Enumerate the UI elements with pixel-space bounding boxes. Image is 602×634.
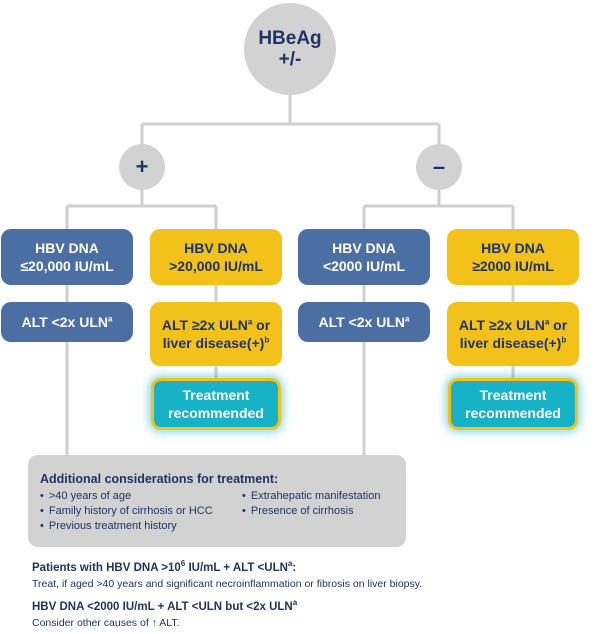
negative-sign: – bbox=[432, 154, 446, 179]
neg-low-dna-box: HBV DNA <2000 IU/mL bbox=[298, 229, 430, 285]
neg-high-dna-box: HBV DNA ≥2000 IU/mL bbox=[447, 229, 579, 285]
consideration-item: Family history of cirrhosis or HCC bbox=[40, 504, 213, 519]
pos-low-dna-line2: ≤20,000 IU/mL bbox=[20, 258, 114, 274]
considerations-left-list: >40 years of age Family history of cirrh… bbox=[40, 489, 213, 534]
neg-treatment-line2: recommended bbox=[465, 405, 561, 421]
note-2-body: Consider other causes of ↑ ALT. bbox=[32, 617, 180, 629]
note-1-body: Treat, if aged >40 years and significant… bbox=[32, 578, 423, 590]
considerations-title: Additional considerations for treatment: bbox=[40, 472, 279, 486]
hbeag-node: HBeAg +/- bbox=[244, 3, 336, 95]
additional-considerations-panel: Additional considerations for treatment:… bbox=[28, 455, 406, 547]
pos-high-dna-line1: HBV DNA bbox=[184, 240, 248, 256]
pos-low-dna-box: HBV DNA ≤20,000 IU/mL bbox=[1, 229, 133, 285]
neg-high-dna-line2: ≥2000 IU/mL bbox=[472, 258, 554, 274]
positive-node: + bbox=[119, 144, 165, 190]
pos-alt-high-box: ALT ≥2x ULNa or liver disease(+)b bbox=[150, 302, 282, 366]
consideration-item: Previous treatment history bbox=[40, 519, 213, 534]
pos-alt-high-line1: ALT ≥2x ULNa or bbox=[161, 317, 271, 333]
consideration-item: Extrahepatic manifestation bbox=[242, 489, 381, 504]
pos-alt-high-line2: liver disease(+)b bbox=[162, 335, 270, 351]
consideration-item: >40 years of age bbox=[40, 489, 213, 504]
neg-low-dna-line2: <2000 IU/mL bbox=[322, 258, 406, 274]
neg-high-dna-line1: HBV DNA bbox=[481, 240, 545, 256]
hbeag-label: HBeAg bbox=[258, 28, 322, 49]
considerations-right-list: Extrahepatic manifestation Presence of c… bbox=[242, 489, 381, 519]
note-1-heading: Patients with HBV DNA >106 IU/mL + ALT <… bbox=[32, 559, 297, 574]
neg-low-dna-line1: HBV DNA bbox=[332, 240, 396, 256]
pos-treatment-line1: Treatment bbox=[182, 387, 250, 403]
pos-treatment-line2: recommended bbox=[168, 405, 264, 421]
note-2-heading: HBV DNA <2000 IU/mL + ALT <ULN but <2x U… bbox=[32, 598, 298, 613]
neg-treatment-box: Treatment recommended bbox=[448, 378, 578, 430]
pos-high-dna-line2: >20,000 IU/mL bbox=[169, 258, 263, 274]
neg-alt-low-line: ALT <2x ULNa bbox=[318, 314, 410, 330]
neg-treatment-line1: Treatment bbox=[479, 387, 547, 403]
neg-alt-high-line2: liver disease(+)b bbox=[459, 335, 567, 351]
neg-alt-high-line1: ALT ≥2x ULNa or bbox=[458, 317, 568, 333]
pos-alt-low-box: ALT <2x ULNa bbox=[1, 302, 133, 342]
neg-alt-high-box: ALT ≥2x ULNa or liver disease(+)b bbox=[447, 302, 579, 366]
pos-alt-low-line: ALT <2x ULNa bbox=[21, 314, 113, 330]
pos-low-dna-line1: HBV DNA bbox=[35, 240, 99, 256]
pos-treatment-box: Treatment recommended bbox=[151, 378, 281, 430]
consideration-item: Presence of cirrhosis bbox=[242, 504, 381, 519]
negative-node: – bbox=[416, 144, 462, 190]
positive-sign: + bbox=[135, 154, 149, 179]
neg-alt-low-box: ALT <2x ULNa bbox=[298, 302, 430, 342]
pos-high-dna-box: HBV DNA >20,000 IU/mL bbox=[150, 229, 282, 285]
hbeag-sign: +/- bbox=[278, 49, 302, 70]
